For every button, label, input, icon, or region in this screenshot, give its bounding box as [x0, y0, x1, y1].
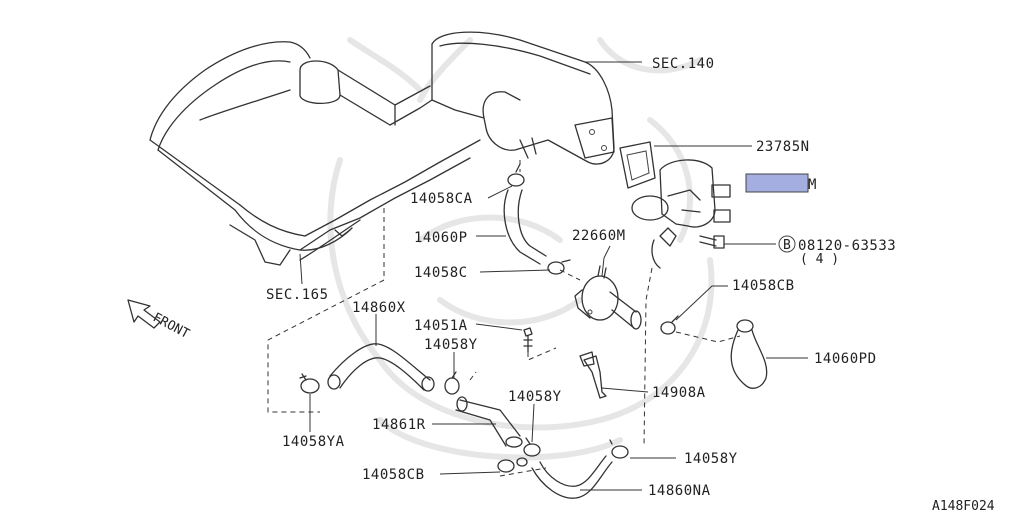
label-sec140[interactable]: SEC.140	[652, 56, 715, 72]
label-14058ya[interactable]: 14058YA	[282, 434, 345, 450]
hose-14060p	[503, 189, 547, 265]
bracket-14908a	[579, 351, 607, 399]
label-14860na[interactable]: 14860NA	[648, 483, 711, 499]
label-14058cb-bottom[interactable]: 14058CB	[362, 467, 425, 483]
screw-14051a	[523, 327, 533, 353]
label-23785n[interactable]: 23785N	[756, 139, 810, 155]
label-14058y-mid[interactable]: 14058Y	[508, 389, 562, 405]
bolt-circle-icon	[778, 235, 796, 253]
clamp-14058cb-top	[660, 315, 679, 335]
label-14051a[interactable]: 14051A	[414, 318, 468, 334]
assembly-dashed-lines	[267, 160, 741, 477]
label-14058ca[interactable]: 14058CA	[410, 191, 473, 207]
intake-manifold	[149, 31, 615, 266]
clamp-14058cb-bottom	[497, 457, 528, 473]
bolt-08120-63533	[699, 235, 725, 249]
label-14861r[interactable]: 14861R	[372, 417, 426, 433]
label-highlight-suffix[interactable]: M	[808, 177, 817, 193]
leader-lines	[299, 61, 808, 491]
gasket-23785n	[619, 141, 656, 189]
clamp-14058c	[547, 259, 571, 275]
highlighted-part-box[interactable]	[745, 173, 809, 193]
hose-14860na	[531, 455, 613, 499]
clamp-14058y-right	[609, 439, 629, 459]
clamp-14058y-mid	[523, 437, 541, 457]
valve-22660m	[574, 265, 642, 330]
hose-14860x	[327, 343, 435, 392]
label-bolt-qty: ( 4 )	[800, 252, 839, 267]
clamp-14058ya	[299, 373, 320, 394]
label-14908a[interactable]: 14908A	[652, 385, 706, 401]
label-14060pd[interactable]: 14060PD	[814, 351, 877, 367]
clamp-14058ca	[507, 163, 525, 187]
hose-14060pd	[730, 319, 768, 389]
label-22660m[interactable]: 22660M	[572, 228, 626, 244]
label-14058y-top[interactable]: 14058Y	[424, 337, 478, 353]
throttle-valve-body	[631, 159, 731, 269]
label-bolt-circle: B	[783, 238, 791, 253]
front-arrow-icon	[127, 299, 161, 329]
label-14860x[interactable]: 14860X	[352, 300, 406, 316]
label-14060p[interactable]: 14060P	[414, 230, 468, 246]
label-14058cb-top[interactable]: 14058CB	[732, 278, 795, 294]
label-bolt-number[interactable]: 08120-63533	[798, 238, 896, 254]
label-front: FRONT	[150, 310, 192, 342]
clamp-14058y-top	[444, 371, 460, 395]
label-sec165[interactable]: SEC.165	[266, 287, 329, 303]
watermark-emblem-icon	[327, 37, 715, 461]
hose-14861r	[455, 396, 523, 448]
figure-code: A148F024	[932, 499, 995, 511]
label-14058y-right[interactable]: 14058Y	[684, 451, 738, 467]
label-14058c[interactable]: 14058C	[414, 265, 468, 281]
